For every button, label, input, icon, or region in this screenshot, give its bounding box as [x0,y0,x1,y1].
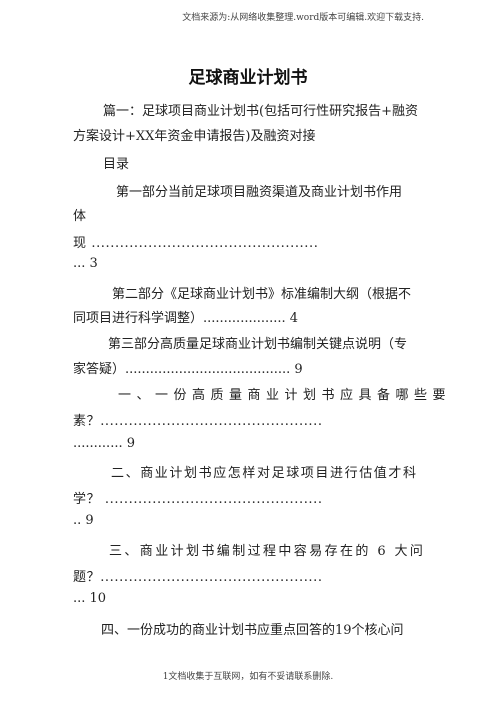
toc-entry-6-line-1: 三、商业计划书编制过程中容易存在的 6 大问 [109,544,426,559]
footer-note: 1文档收集于互联网，如有不妥请联系删除. [162,672,334,682]
intro-line-1: 篇一：足球项目商业计划书(包括可行性研究报告+融资 [103,104,418,119]
toc-entry-5-line-1: 二、商业计划书应怎样对足球项目进行估值才科 [111,466,418,481]
toc-entry-1-line-2: 体 [73,209,87,224]
toc-entry-4-line-1: 一、一份高质量商业计划书应具备哪些要 [118,388,452,403]
toc-entry-3-line-1: 第三部分高质量足球商业计划书编制关键点说明（专 [108,337,408,352]
toc-entry-2-line-2: 同项目进行科学调整）.................... 4 [73,311,299,326]
toc-entry-5-line-2: 学？ .....................................… [73,492,323,507]
toc-entry-3-line-2: 家答疑）....................................… [73,362,303,377]
header-note: 文档来源为:从网络收集整理.word版本可编辑.欢迎下载支持. [182,13,424,23]
intro-line-2: 方案设计+XX年资金申请报告)及融资对接 [73,129,316,144]
toc-entry-6-line-3: ... 10 [73,591,107,606]
toc-entry-7-line-1: 四、一份成功的商业计划书应重点回答的19个核心问 [101,623,404,638]
toc-entry-4-line-3: ............ 9 [73,436,135,451]
toc-entry-1-line-4: ... 3 [73,256,98,271]
toc-entry-5-line-3: .. 9 [73,513,94,528]
toc-entry-1-line-1: 第一部分当前足球项目融资渠道及商业计划书作用 [116,185,403,200]
page-title: 足球商业计划书 [188,68,308,88]
toc-entry-2-line-1: 第二部分《足球商业计划书》标准编制大纲（根据不 [112,287,412,302]
toc-entry-4-line-2: 素？......................................… [73,414,323,429]
toc-entry-1-line-3: 现 ......................................… [73,236,319,251]
toc-heading: 目录 [103,157,130,172]
toc-entry-6-line-2: 题？......................................… [73,570,323,585]
